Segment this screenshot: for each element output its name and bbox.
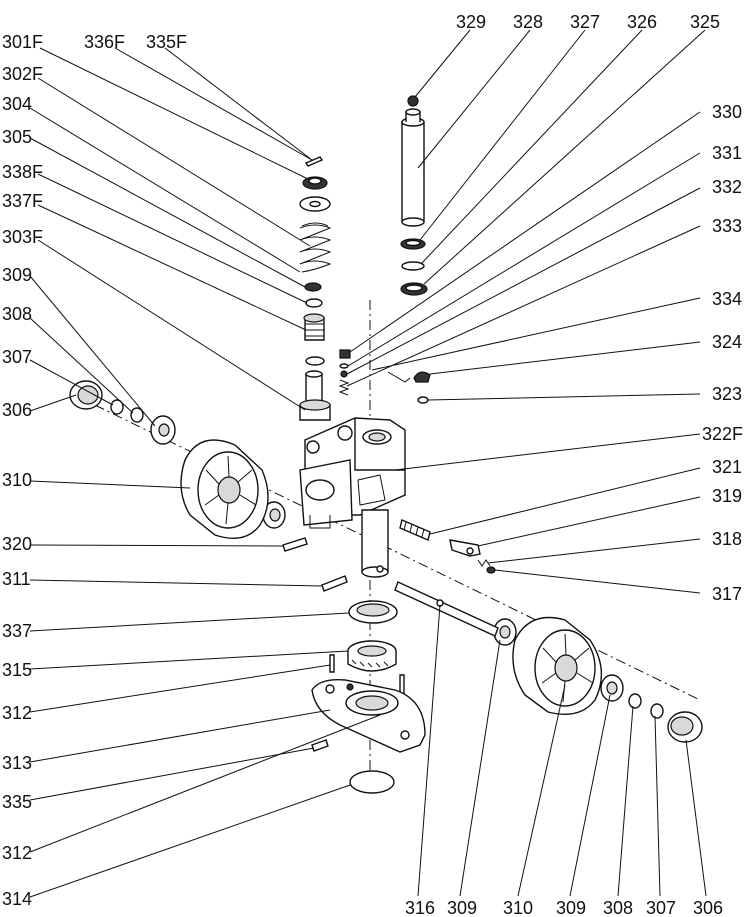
- part-piston-303f: [299, 370, 331, 421]
- part-oring-303f-top: [305, 356, 325, 366]
- part-circlip-307-left: [110, 399, 124, 415]
- label-318: 318: [712, 529, 742, 549]
- label-307-left: 307: [2, 347, 32, 367]
- part-valve-337f: [303, 313, 325, 341]
- label-317: 317: [712, 584, 742, 604]
- label-311: 311: [2, 569, 31, 589]
- label-334: 334: [712, 289, 742, 309]
- label-325: 325: [690, 12, 720, 32]
- label-329: 329: [456, 12, 486, 32]
- label-309-bottom-a: 309: [447, 898, 477, 917]
- part-spring-302f: [299, 222, 332, 273]
- part-pin-311: [321, 575, 348, 592]
- label-322f: 322F: [702, 424, 743, 444]
- label-336f: 336F: [84, 32, 125, 52]
- part-wheel-310-left: [180, 439, 269, 539]
- part-ball-329: [407, 95, 419, 107]
- part-washer-308-left: [130, 407, 144, 423]
- part-bearing-309-right: [600, 674, 624, 702]
- label-337: 337: [2, 621, 32, 641]
- leader-lines: [29, 29, 707, 898]
- part-screw-330: [339, 349, 351, 359]
- label-335f: 335F: [146, 32, 187, 52]
- part-pin-320: [282, 537, 308, 552]
- label-303f: 303F: [2, 227, 43, 247]
- labels-left: 301F 336F 335F 302F 304 305 338F 337F 30…: [2, 32, 187, 909]
- part-seal-327: [400, 238, 426, 250]
- label-327: 327: [570, 12, 600, 32]
- part-spring-333: [338, 379, 350, 396]
- label-332: 332: [712, 177, 742, 197]
- part-piston-rod: [361, 509, 389, 578]
- label-310-bottom: 310: [503, 898, 533, 917]
- label-337f: 337F: [2, 191, 43, 211]
- part-seal-325: [400, 282, 428, 296]
- label-310-left: 310: [2, 470, 32, 490]
- label-301f: 301F: [2, 32, 43, 52]
- part-bolt-312-top: [329, 654, 335, 673]
- label-316: 316: [405, 898, 435, 917]
- labels-top-right: 329 328 327 326 325: [456, 12, 720, 32]
- label-306-left: 306: [2, 400, 32, 420]
- part-ring-338f: [305, 298, 323, 308]
- label-321: 321: [712, 457, 742, 477]
- label-320: 320: [2, 534, 32, 554]
- part-screw-324: [413, 371, 431, 383]
- label-305: 305: [2, 127, 32, 147]
- part-hubcap-306-right: [667, 711, 703, 743]
- part-ring-305: [304, 282, 322, 292]
- part-bearing-315: [347, 640, 397, 672]
- part-ring-331: [339, 363, 349, 369]
- part-ring-337: [348, 600, 398, 624]
- part-pin-335f: [304, 156, 324, 167]
- part-snap-ring-314: [349, 770, 395, 794]
- part-bearing-309-left: [150, 415, 176, 445]
- part-ball-332: [340, 370, 348, 378]
- label-306-bottom: 306: [693, 898, 723, 917]
- part-lever-319: [449, 539, 481, 557]
- part-pump-body-322f: [299, 417, 406, 529]
- label-328: 328: [513, 12, 543, 32]
- label-326: 326: [627, 12, 657, 32]
- axle-center-line: [94, 404, 701, 701]
- label-323: 323: [712, 384, 742, 404]
- label-309-bottom-b: 309: [556, 898, 586, 917]
- label-312-lower: 312: [2, 843, 32, 863]
- part-hubcap-306-left: [69, 380, 103, 410]
- label-330: 330: [712, 102, 742, 122]
- label-331: 331: [712, 143, 742, 163]
- label-333: 333: [712, 216, 742, 236]
- label-324: 324: [712, 332, 742, 352]
- part-washer-308-right: [628, 693, 642, 709]
- label-302f: 302F: [2, 64, 43, 84]
- label-309-left: 309: [2, 265, 32, 285]
- part-grease-nipple-335: [311, 739, 329, 752]
- label-335: 335: [2, 792, 32, 812]
- part-base-313: [311, 679, 426, 753]
- part-screw-317: [486, 566, 496, 574]
- part-release-valve-321: [399, 519, 431, 541]
- label-319: 319: [712, 486, 742, 506]
- label-307-bottom: 307: [646, 898, 676, 917]
- label-308-left: 308: [2, 304, 32, 324]
- part-wheel-310-right: [512, 616, 603, 715]
- label-313: 313: [2, 753, 32, 773]
- label-304: 304: [2, 94, 32, 114]
- label-314: 314: [2, 889, 32, 909]
- part-plunger-328: [401, 108, 425, 227]
- label-312-upper: 312: [2, 703, 32, 723]
- part-washer-336f: [299, 196, 331, 212]
- labels-right: 330 331 332 333 334 324 323 322F 321 319…: [702, 102, 743, 604]
- part-oring-323: [417, 396, 429, 404]
- label-315: 315: [2, 660, 32, 680]
- label-338f: 338F: [2, 162, 43, 182]
- part-axle-316: [394, 581, 499, 637]
- part-circlip-307-right: [650, 703, 664, 719]
- labels-bottom: 316 309 310 309 308 307 306: [405, 898, 723, 917]
- part-ring-326: [401, 261, 425, 271]
- part-bearing-309-center: [493, 618, 517, 646]
- label-308-bottom: 308: [603, 898, 633, 917]
